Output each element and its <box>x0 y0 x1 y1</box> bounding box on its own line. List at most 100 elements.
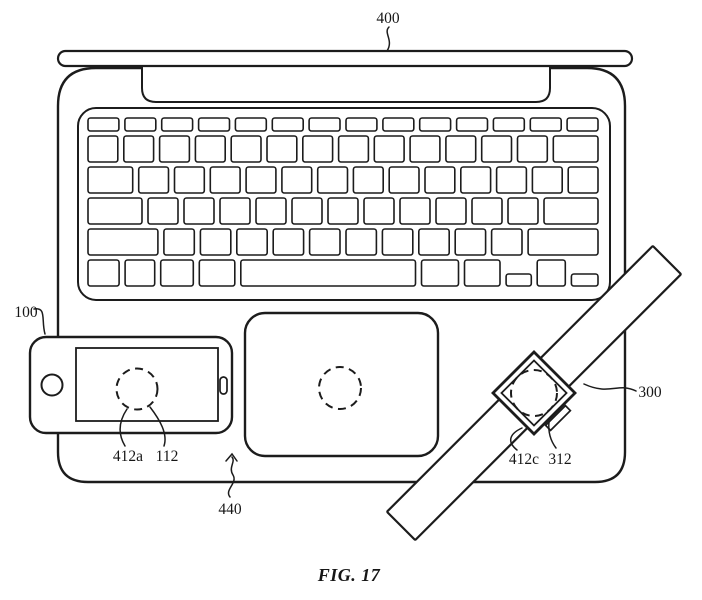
keyboard-key <box>490 228 523 256</box>
keyboard-key <box>87 197 143 225</box>
keyboard-key <box>492 117 526 132</box>
keyboard-key <box>345 228 378 256</box>
leader-412c <box>510 427 523 451</box>
keyboard-key <box>459 166 492 194</box>
keyboard-key <box>234 117 268 132</box>
leader-400 <box>386 26 391 52</box>
keyboard-key <box>345 117 378 132</box>
keyboard-key <box>505 273 533 287</box>
trackpad-coil-dashed-circle <box>318 366 362 410</box>
keyboard-key <box>552 135 599 163</box>
keyboard-key <box>409 135 441 163</box>
phone-speaker <box>219 376 228 395</box>
keyboard-key <box>160 117 194 132</box>
keyboard-key <box>236 228 269 256</box>
keyboard-key <box>424 166 456 194</box>
keyboard-key <box>124 259 156 287</box>
label-300: 300 <box>638 384 662 401</box>
keyboard-key <box>480 135 513 163</box>
keyboard-key <box>399 197 431 225</box>
leader-412a <box>119 408 128 447</box>
keyboard-key <box>507 197 539 225</box>
keyboard-key <box>435 197 467 225</box>
leader-112 <box>149 406 166 447</box>
keyboard-key <box>209 166 241 194</box>
label-312: 312 <box>548 451 571 468</box>
keyboard-key <box>418 117 452 132</box>
keyboard-key <box>363 197 395 225</box>
keyboard-key <box>471 197 503 225</box>
keyboard-key <box>527 228 599 256</box>
keyboard-key <box>382 117 415 132</box>
keyboard-key <box>373 135 405 163</box>
keyboard-key <box>240 259 417 287</box>
keyboard-key <box>87 166 134 194</box>
keyboard-key <box>87 135 119 163</box>
keyboard-key <box>308 228 341 256</box>
keyboard-key <box>308 117 341 132</box>
phone-body <box>28 335 234 435</box>
trackpad <box>243 311 440 458</box>
leader-300 <box>583 383 637 392</box>
keyboard-key <box>567 166 599 194</box>
keyboard-key <box>463 259 501 287</box>
label-440: 440 <box>218 501 242 518</box>
keyboard-key <box>495 166 528 194</box>
phone-home-button <box>40 373 64 397</box>
leader-312 <box>548 421 557 449</box>
watch-coil-dashed-circle <box>510 369 558 417</box>
keyboard-key <box>388 166 420 194</box>
keyboard-outline <box>77 107 611 301</box>
keyboard-key <box>197 117 231 132</box>
keyboard-key <box>570 273 599 287</box>
keyboard-key <box>87 117 120 132</box>
keyboard-key <box>536 259 567 287</box>
keyboard-key <box>291 197 323 225</box>
keyboard-key <box>87 228 159 256</box>
keyboard-key <box>531 166 564 194</box>
keyboard-key <box>454 228 487 256</box>
keyboard-key <box>124 117 157 132</box>
keyboard-key <box>281 166 313 194</box>
keyboard-key <box>123 135 155 163</box>
keyboard-key <box>566 117 599 132</box>
keyboard-key <box>327 197 359 225</box>
keyboard-key <box>301 135 334 163</box>
keyboard-key <box>199 228 232 256</box>
keyboard-key <box>245 166 277 194</box>
watch <box>386 245 682 541</box>
phone <box>28 335 234 435</box>
keyboard-key <box>147 197 179 225</box>
keyboard-key <box>87 259 120 287</box>
keyboard-key <box>183 197 215 225</box>
keyboard-key <box>198 259 236 287</box>
label-112: 112 <box>156 448 179 465</box>
leader-440-arrowhead <box>225 452 238 462</box>
keyboard-key <box>219 197 251 225</box>
phone-screen <box>75 347 219 422</box>
label-100: 100 <box>14 304 38 321</box>
label-412c: 412c <box>509 451 539 468</box>
lid-edge <box>56 49 634 68</box>
keyboard-key <box>137 166 170 194</box>
keyboard-key <box>173 166 206 194</box>
keyboard-key <box>163 228 196 256</box>
keyboard-key <box>445 135 477 163</box>
keyboard-key <box>417 228 450 256</box>
figure-caption: FIG. 17 <box>317 565 381 585</box>
keyboard-keys <box>87 117 599 287</box>
phone-coil-dashed-circle <box>115 367 159 411</box>
leader-440 <box>227 456 235 498</box>
keyboard-key <box>420 259 460 287</box>
keyboard-key <box>543 197 599 225</box>
label-412a: 412a <box>113 448 143 465</box>
keyboard-key <box>352 166 384 194</box>
keyboard-key <box>381 228 414 256</box>
keyboard-key <box>455 117 489 132</box>
keyboard-key <box>337 135 370 163</box>
keyboard-key <box>266 135 298 163</box>
label-400: 400 <box>376 10 400 27</box>
leader-100 <box>33 308 46 335</box>
